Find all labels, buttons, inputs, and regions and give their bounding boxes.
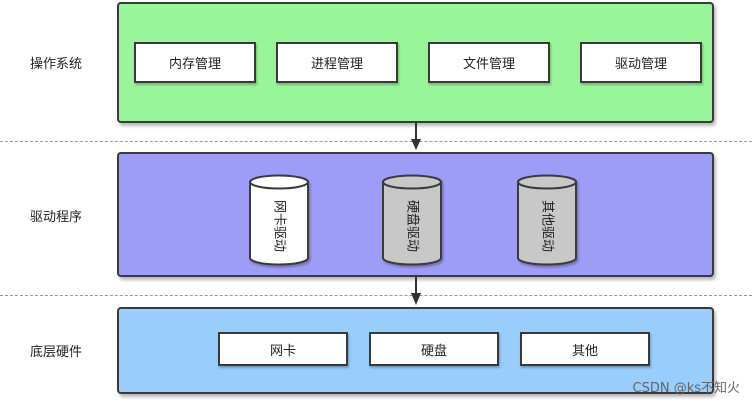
cylinder-nic-driver: 网卡驱动	[249, 174, 309, 266]
module-file-management: 文件管理	[428, 42, 550, 83]
layer-divider-bottom	[0, 295, 752, 296]
arrow-os-to-drivers	[411, 123, 421, 150]
hardware-other: 其他	[520, 332, 650, 366]
hardware-layer: 网卡 硬盘 其他	[117, 307, 714, 394]
hardware-disk: 硬盘	[369, 332, 499, 366]
cylinder-nic-driver-label: 网卡驱动	[272, 200, 287, 252]
module-process-management: 进程管理	[276, 42, 398, 83]
layer-divider-top	[0, 141, 752, 142]
hardware-layer-label: 底层硬件	[30, 345, 83, 360]
cylinder-other-driver-label: 其他驱动	[540, 200, 555, 252]
arrow-drivers-to-hardware	[411, 277, 421, 305]
os-layer-label: 操作系统	[30, 57, 83, 72]
cylinder-disk-driver-label: 硬盘驱动	[405, 200, 421, 252]
module-memory-management: 内存管理	[134, 42, 256, 83]
module-driver-management: 驱动管理	[580, 42, 702, 83]
watermark: CSDN @ks不知火	[632, 381, 741, 396]
os-layer: 内存管理 进程管理 文件管理 驱动管理	[117, 2, 714, 123]
cylinder-other-driver: 其他驱动	[517, 174, 577, 266]
cylinder-disk-driver: 硬盘驱动	[382, 174, 442, 266]
hardware-nic: 网卡	[218, 332, 348, 366]
driver-layer-label: 驱动程序	[30, 210, 83, 225]
